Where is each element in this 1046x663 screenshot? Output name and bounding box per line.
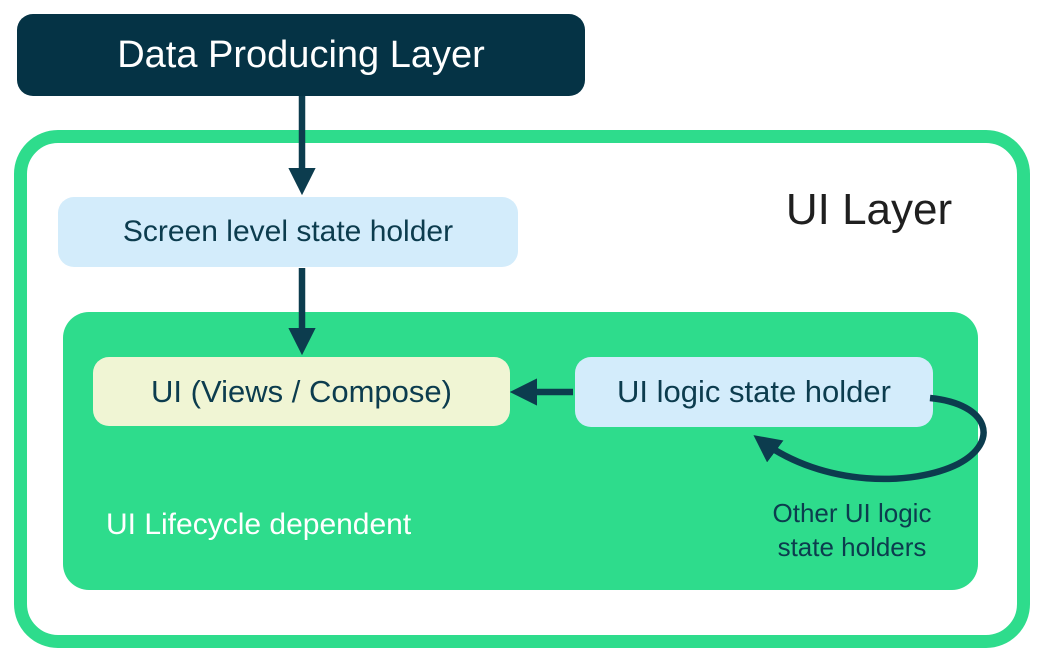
data-producing-layer-box: Data Producing Layer bbox=[17, 14, 585, 96]
ui-layer-title: UI Layer bbox=[758, 182, 980, 238]
ui-layer-title-text: UI Layer bbox=[785, 185, 953, 234]
ui-views-compose-box: UI (Views / Compose) bbox=[93, 357, 510, 426]
ui-logic-state-holder-label: UI logic state holder bbox=[617, 374, 891, 409]
screen-level-state-holder-label: Screen level state holder bbox=[122, 215, 454, 248]
ui-views-compose-label: UI (Views / Compose) bbox=[151, 373, 452, 409]
ui-lifecycle-dependent-caption: UI Lifecycle dependent bbox=[106, 508, 412, 541]
other-ui-logic-state-holders-note: Other UI logic state holders bbox=[741, 496, 963, 564]
other-note-line1: Other UI logic bbox=[772, 498, 932, 528]
screen-level-state-holder-box: Screen level state holder bbox=[58, 197, 518, 267]
ui-logic-state-holder-box: UI logic state holder bbox=[575, 357, 933, 427]
other-note-line2: state holders bbox=[777, 532, 927, 562]
data-producing-layer-label: Data Producing Layer bbox=[117, 33, 485, 76]
